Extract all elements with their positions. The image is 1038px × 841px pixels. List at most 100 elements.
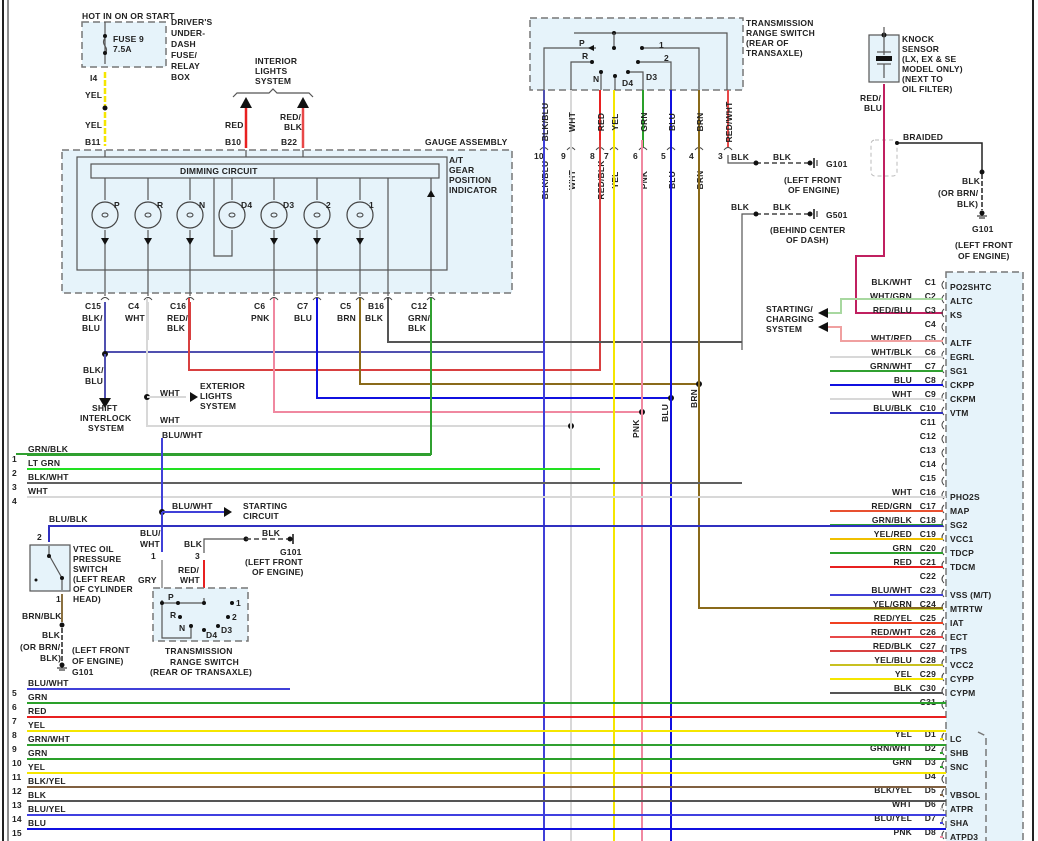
svg-text:GRN: GRN bbox=[639, 112, 649, 132]
svg-text:BLU: BLU bbox=[667, 113, 677, 131]
bulb-icon bbox=[134, 201, 162, 229]
knock-sensor-label: MODEL ONLY) bbox=[902, 64, 963, 74]
connector-icon bbox=[941, 816, 945, 826]
svg-text:10: 10 bbox=[534, 151, 544, 161]
svg-text:BLU/WHT: BLU/WHT bbox=[162, 430, 203, 440]
svg-text:BLK: BLK bbox=[731, 152, 750, 162]
svg-text:C23: C23 bbox=[920, 585, 936, 595]
svg-text:WHT/BLK: WHT/BLK bbox=[871, 347, 912, 357]
connector-icon bbox=[143, 297, 153, 301]
svg-text:B10: B10 bbox=[225, 137, 241, 147]
svg-text:WHT: WHT bbox=[892, 389, 913, 399]
svg-text:YEL: YEL bbox=[895, 669, 912, 679]
svg-text:12: 12 bbox=[12, 786, 22, 796]
svg-text:RED/: RED/ bbox=[280, 112, 302, 122]
svg-text:2: 2 bbox=[12, 468, 17, 478]
svg-text:P: P bbox=[168, 592, 174, 602]
svg-text:BLU: BLU bbox=[82, 323, 100, 333]
svg-text:YEL/RED: YEL/RED bbox=[874, 529, 912, 539]
svg-text:BLU/WHT: BLU/WHT bbox=[28, 678, 69, 688]
vtec-label: OF CYLINDER bbox=[73, 584, 133, 594]
svg-text:BLU: BLU bbox=[864, 103, 882, 113]
svg-text:2: 2 bbox=[37, 532, 42, 542]
svg-text:VCC1: VCC1 bbox=[950, 534, 974, 544]
trs-label: TRANSMISSION bbox=[746, 18, 814, 28]
svg-text:BLU/YEL: BLU/YEL bbox=[28, 804, 66, 814]
svg-text:RED/BLU: RED/BLU bbox=[873, 305, 912, 315]
svg-text:RED/WHT: RED/WHT bbox=[724, 101, 734, 143]
svg-text:SHB: SHB bbox=[950, 748, 969, 758]
svg-text:1: 1 bbox=[369, 200, 374, 210]
bulb-icon bbox=[346, 201, 374, 229]
svg-text:N: N bbox=[593, 74, 599, 84]
svg-text:BLU/BLK: BLU/BLK bbox=[873, 403, 912, 413]
fuse-box-label-line: DASH bbox=[171, 39, 196, 49]
ecm-box bbox=[945, 271, 1024, 841]
svg-text:C3: C3 bbox=[925, 305, 936, 315]
svg-text:CYPP: CYPP bbox=[950, 674, 974, 684]
svg-text:RANGE SWITCH: RANGE SWITCH bbox=[170, 657, 239, 667]
connector-icon bbox=[941, 406, 945, 416]
fuse-box-label-line: DRIVER'S bbox=[171, 17, 213, 27]
svg-text:OF ENGINE): OF ENGINE) bbox=[958, 251, 1010, 261]
svg-text:D4: D4 bbox=[241, 200, 252, 210]
svg-text:YEL: YEL bbox=[28, 720, 45, 730]
ecm-pin-C4: C4 bbox=[925, 319, 945, 332]
connector-icon bbox=[941, 462, 945, 472]
svg-text:LIGHTS: LIGHTS bbox=[200, 391, 232, 401]
svg-text:(LEFT FRONT: (LEFT FRONT bbox=[784, 175, 843, 185]
svg-text:C5: C5 bbox=[340, 301, 351, 311]
svg-text:RED: RED bbox=[225, 120, 244, 130]
svg-text:STARTING: STARTING bbox=[243, 501, 288, 511]
connector-icon bbox=[941, 504, 945, 514]
diode-icon bbox=[356, 238, 364, 245]
svg-text:WHT: WHT bbox=[140, 539, 161, 549]
svg-text:BLK): BLK) bbox=[957, 199, 978, 209]
connector-icon bbox=[941, 546, 945, 556]
connector-icon bbox=[941, 574, 945, 584]
svg-text:(LEFT FRONT: (LEFT FRONT bbox=[72, 645, 131, 655]
ecm-pin-D4: D4 bbox=[925, 771, 945, 784]
svg-text:GRN/WHT: GRN/WHT bbox=[870, 743, 913, 753]
blu-blk-wire bbox=[48, 525, 943, 542]
svg-text:C16: C16 bbox=[920, 487, 936, 497]
svg-text:C30: C30 bbox=[920, 683, 936, 693]
svg-text:6: 6 bbox=[633, 151, 638, 161]
svg-text:SYSTEM: SYSTEM bbox=[200, 401, 236, 411]
svg-text:10: 10 bbox=[12, 758, 22, 768]
svg-text:BLK: BLK bbox=[167, 323, 186, 333]
svg-text:C6: C6 bbox=[925, 347, 936, 357]
svg-text:BLK/YEL: BLK/YEL bbox=[874, 785, 912, 795]
svg-text:GRN/BLK: GRN/BLK bbox=[872, 515, 913, 525]
svg-text:KS: KS bbox=[950, 310, 962, 320]
svg-text:ECT: ECT bbox=[950, 632, 968, 642]
svg-text:C7: C7 bbox=[297, 301, 308, 311]
svg-text:5: 5 bbox=[12, 688, 17, 698]
svg-text:BLU/BLK: BLU/BLK bbox=[49, 514, 88, 524]
interior-lights-label: LIGHTS bbox=[255, 66, 287, 76]
svg-text:BLU/WHT: BLU/WHT bbox=[871, 585, 912, 595]
svg-text:C18: C18 bbox=[920, 515, 936, 525]
svg-text:D4: D4 bbox=[622, 78, 633, 88]
svg-text:PHO2S: PHO2S bbox=[950, 492, 980, 502]
svg-text:BLK/YEL: BLK/YEL bbox=[28, 776, 66, 786]
svg-text:CYPM: CYPM bbox=[950, 688, 975, 698]
svg-text:4: 4 bbox=[12, 496, 17, 506]
svg-text:SG1: SG1 bbox=[950, 366, 968, 376]
indicator-bulb-D4: D4 bbox=[213, 178, 252, 257]
svg-text:C22: C22 bbox=[920, 571, 936, 581]
svg-text:C8: C8 bbox=[925, 375, 936, 385]
svg-text:GRY: GRY bbox=[138, 575, 157, 585]
svg-text:(REAR OF TRANSAXLE): (REAR OF TRANSAXLE) bbox=[150, 667, 252, 677]
svg-text:8: 8 bbox=[12, 730, 17, 740]
svg-text:YEL: YEL bbox=[895, 729, 912, 739]
svg-text:INTERLOCK: INTERLOCK bbox=[80, 413, 132, 423]
